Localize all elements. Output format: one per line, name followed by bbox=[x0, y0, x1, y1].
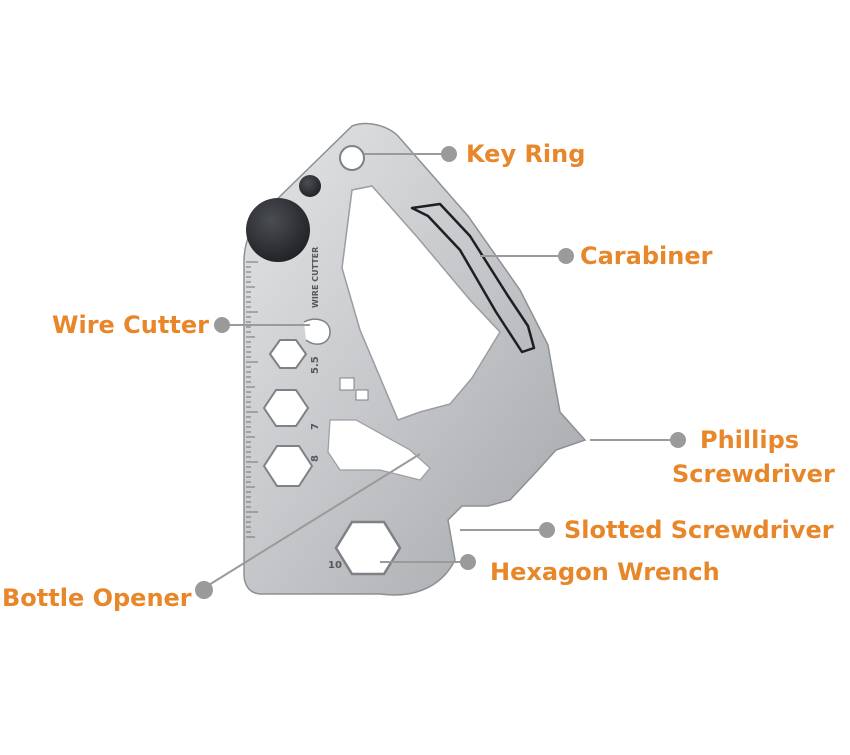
engraving-size-5-5: 5.5 bbox=[310, 356, 321, 374]
label-wire-cutter: Wire Cutter bbox=[52, 311, 209, 339]
dot-key-ring bbox=[441, 146, 457, 162]
wire-cutter-notch bbox=[303, 318, 331, 345]
engraving-wire-cutter: WIRE CUTTER bbox=[311, 247, 320, 308]
hex-hole-7 bbox=[262, 389, 310, 427]
tooth-slot-1 bbox=[339, 377, 355, 391]
carabiner-cutout bbox=[341, 185, 501, 421]
label-carabiner: Carabiner bbox=[580, 242, 713, 270]
black-knob bbox=[246, 198, 310, 262]
label-slotted-screwdriver: Slotted Screwdriver bbox=[564, 516, 834, 544]
dot-wire-cutter bbox=[214, 317, 230, 333]
key-ring-hole bbox=[339, 145, 365, 171]
leaders bbox=[195, 146, 686, 599]
dot-phillips bbox=[670, 432, 686, 448]
tooth-slot-2 bbox=[355, 389, 369, 401]
multitool-body bbox=[243, 122, 587, 596]
dot-slotted bbox=[539, 522, 555, 538]
engraving-size-8: 8 bbox=[310, 455, 321, 462]
label-hexagon-wrench: Hexagon Wrench bbox=[490, 558, 720, 586]
dot-bottle-opener bbox=[195, 581, 213, 599]
leader-bottle-opener bbox=[203, 453, 421, 589]
dot-carabiner bbox=[558, 248, 574, 264]
carabiner-gate-wire bbox=[410, 202, 536, 354]
bottle-opener-cutout bbox=[327, 419, 431, 481]
label-phillips-line1: Phillips bbox=[700, 426, 800, 454]
label-key-ring: Key Ring bbox=[466, 140, 586, 168]
ruler bbox=[246, 261, 258, 538]
dot-hex-wrench bbox=[460, 554, 476, 570]
pivot-pin bbox=[299, 175, 321, 197]
engraving-size-10: 10 bbox=[328, 560, 342, 571]
hex-hole-8 bbox=[262, 445, 314, 487]
label-phillips-line2: Screwdriver bbox=[672, 460, 835, 488]
label-bottle-opener: Bottle Opener bbox=[2, 584, 192, 612]
hex-hole-5-5 bbox=[268, 339, 308, 369]
engraving-size-7: 7 bbox=[310, 423, 321, 430]
